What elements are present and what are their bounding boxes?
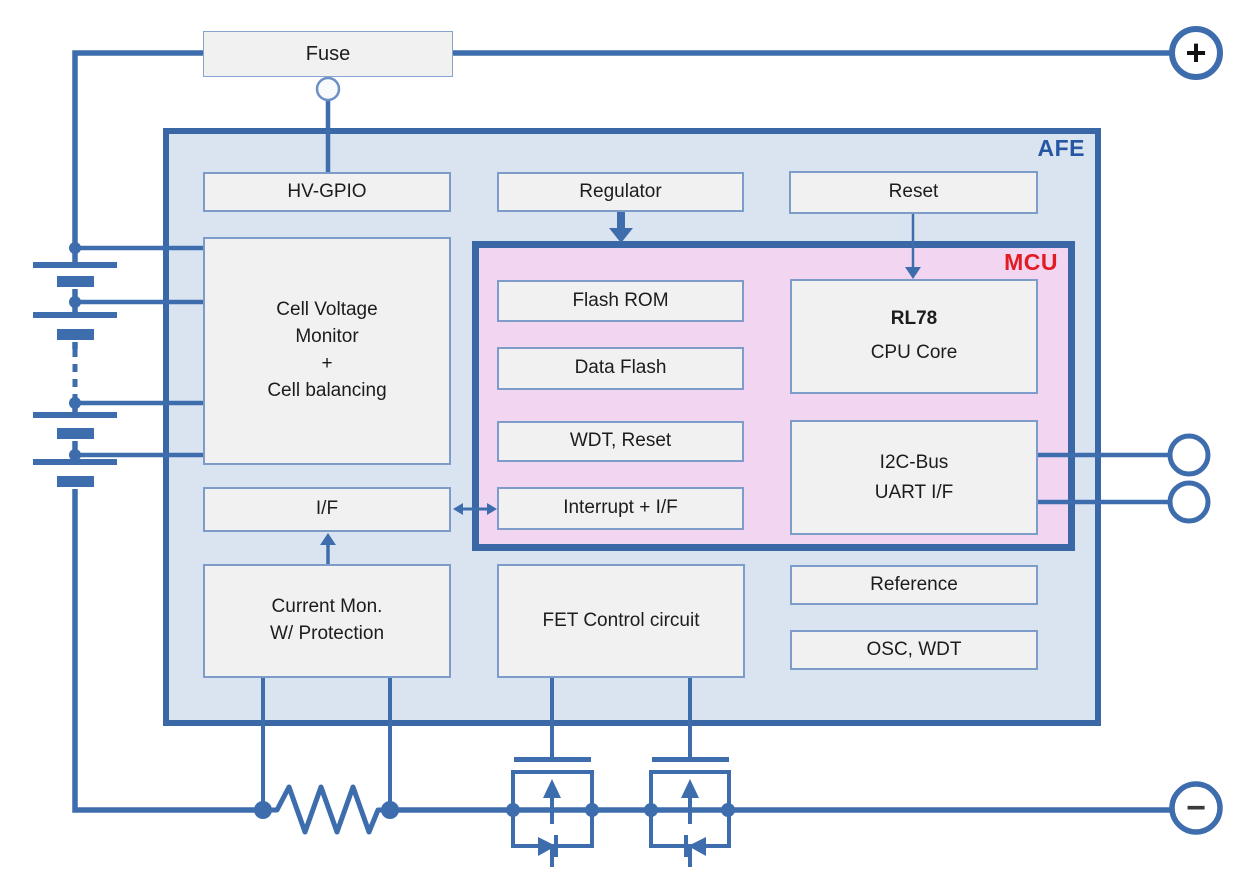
main-power-wires <box>72 50 1172 813</box>
block-cell-voltage-monitor-label: Cell Voltage Monitor + Cell balancing <box>267 299 387 401</box>
mosfet2-gate-bar <box>652 757 729 762</box>
block-i2c-uart-label: I2C-Bus UART I/F <box>874 452 954 503</box>
block-if: I/F <box>203 487 451 532</box>
block-cell-voltage-monitor: Cell Voltage Monitor + Cell balancing <box>203 237 451 465</box>
rl78-label: RL78 <box>890 308 938 330</box>
cpu-core-label: CPU Core <box>870 342 958 363</box>
wire-fuse-to-battery-top <box>72 50 203 265</box>
block-i2c-uart: I2C-Bus UART I/F <box>790 420 1038 535</box>
block-data-flash-label: Data Flash <box>574 357 667 379</box>
block-flash-rom: Flash ROM <box>497 280 744 322</box>
block-fet-control-label: FET Control circuit <box>542 609 700 631</box>
fet-gate-wires <box>550 678 692 758</box>
block-flash-rom-label: Flash ROM <box>572 289 669 311</box>
fuse-terminal-circle <box>315 76 341 102</box>
block-current-monitor: Current Mon. W/ Protection <box>203 564 451 678</box>
minus-terminal-label: − <box>1186 788 1206 827</box>
reset-to-cpu-arrow <box>905 214 921 279</box>
mcu-label: MCU <box>1004 249 1058 275</box>
mosfet1-gate-bar <box>514 757 591 762</box>
block-osc-wdt-label: OSC, WDT <box>866 638 962 660</box>
block-fuse-label: Fuse <box>305 42 351 65</box>
minus-terminal-circle <box>1169 781 1223 835</box>
block-reference: Reference <box>790 565 1038 605</box>
uart-port-circle <box>1167 480 1211 524</box>
afe-label: AFE <box>1037 135 1085 161</box>
junction-dots <box>69 242 735 819</box>
regulator-to-mcu-arrow <box>609 212 633 243</box>
block-rl78-cpu-core-labels: RL78 CPU Core <box>871 306 958 367</box>
block-rl78-cpu-core: RL78 CPU Core <box>790 279 1038 394</box>
block-interrupt-if: Interrupt + I/F <box>497 487 744 530</box>
battery-stack-icon <box>33 262 117 487</box>
plus-terminal-label: + <box>1185 32 1207 73</box>
block-regulator: Regulator <box>497 172 744 212</box>
cell-tap-wires <box>75 245 210 458</box>
block-reset: Reset <box>789 171 1038 214</box>
block-fet-control: FET Control circuit <box>497 564 745 678</box>
if-interrupt-double-arrow <box>453 503 497 515</box>
block-reference-label: Reference <box>870 573 958 595</box>
block-regulator-label: Regulator <box>579 180 662 202</box>
i2c-uart-port-wires <box>1038 433 1211 524</box>
block-hv-gpio-label: HV-GPIO <box>287 180 367 202</box>
mosfet1-body-diode <box>538 837 556 856</box>
block-hv-gpio: HV-GPIO <box>203 172 451 212</box>
block-fuse: Fuse <box>203 31 453 77</box>
block-interrupt-if-label: Interrupt + I/F <box>563 497 678 519</box>
mosfet2-body-diode <box>688 837 706 856</box>
shunt-resistor-symbol <box>263 784 390 835</box>
fuse-pin <box>315 76 341 176</box>
current-sense-wires <box>261 678 392 806</box>
block-wdt-reset: WDT, Reset <box>497 421 744 462</box>
plus-terminal-circle <box>1169 26 1223 80</box>
i2c-port-circle <box>1167 433 1211 477</box>
block-data-flash: Data Flash <box>497 347 744 390</box>
block-reset-label: Reset <box>888 181 939 203</box>
wire-battery-bottom-to-shunt <box>72 489 263 813</box>
block-if-label: I/F <box>315 498 339 520</box>
block-wdt-reset-label: WDT, Reset <box>569 430 672 452</box>
currentmon-to-if-arrow <box>320 533 336 564</box>
block-current-monitor-label: Current Mon. W/ Protection <box>269 596 385 644</box>
block-osc-wdt: OSC, WDT <box>790 630 1038 670</box>
